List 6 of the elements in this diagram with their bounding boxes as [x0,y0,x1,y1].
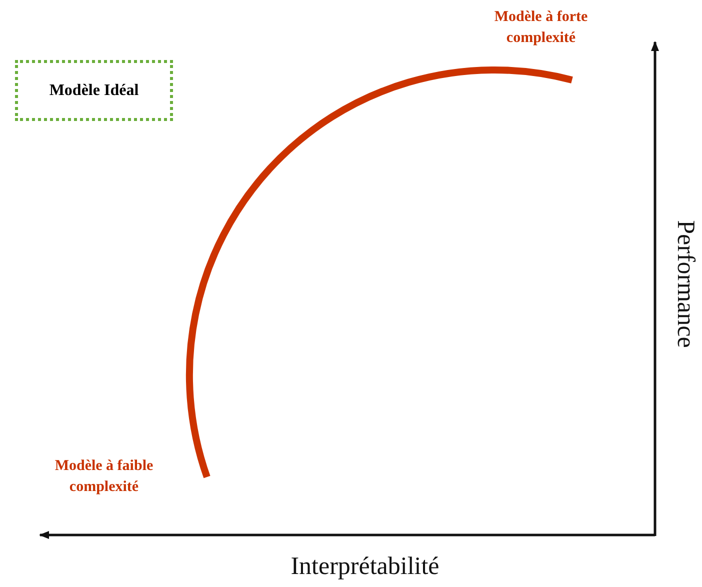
ideal-model-box [15,60,173,121]
axis-title: Performance [671,219,699,350]
axis-title: Interprétabilité [290,553,440,581]
curve-start-label: Modèle à faible complexité [54,457,154,497]
curve-end-label: Modèle à forte complexité [493,8,589,48]
box-label: Modèle Idéal [49,80,139,100]
